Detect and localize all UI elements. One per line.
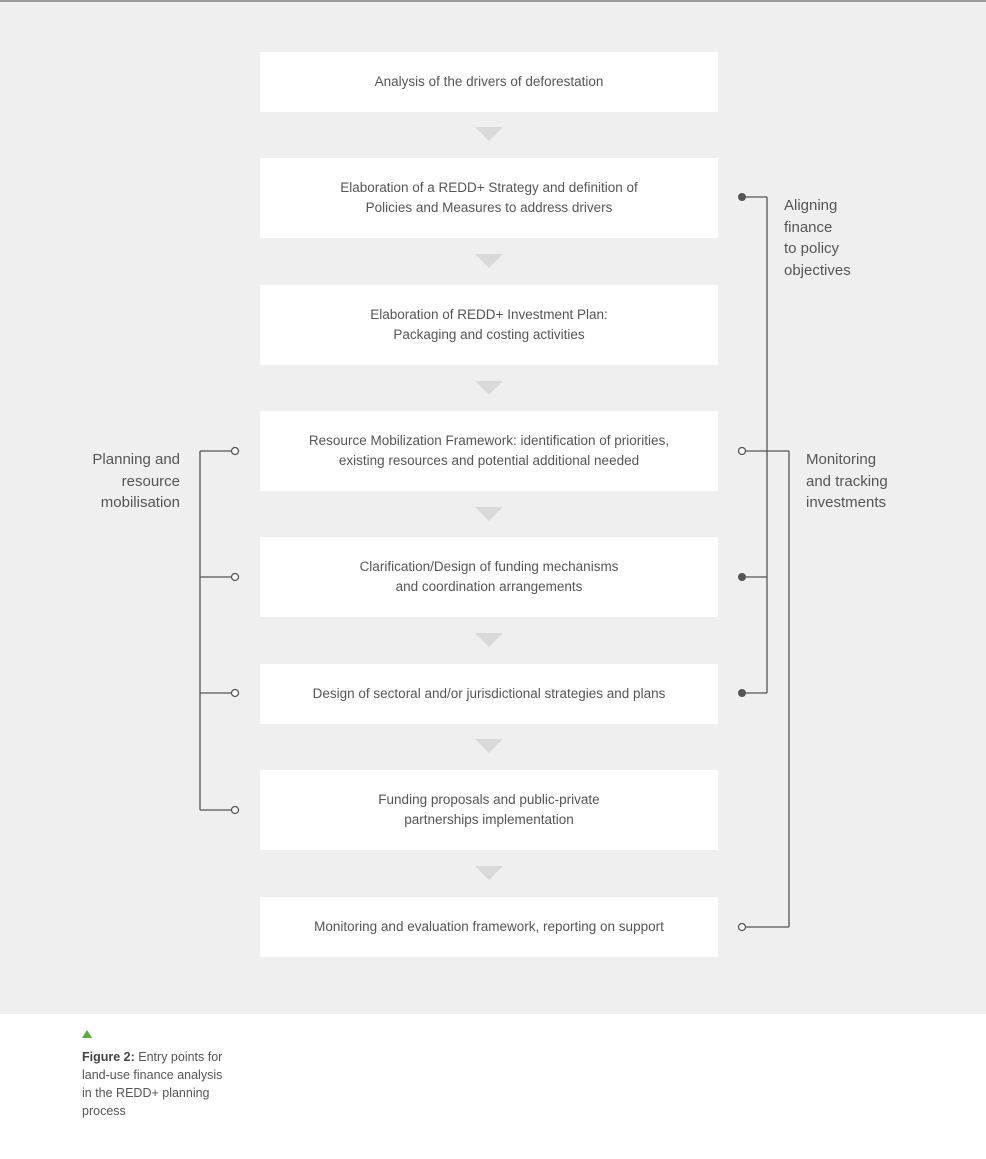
flow-arrow — [475, 739, 503, 753]
flow-arrow — [475, 254, 503, 268]
step-funding-mechanisms: Clarification/Design of funding mechanis… — [260, 537, 718, 617]
group-label-monitoring: Monitoring and tracking investments — [806, 451, 888, 511]
caption-label: Figure 2: — [82, 1050, 135, 1064]
aligning-markers — [738, 193, 746, 697]
caption-body: Entry points for land-use finance analys… — [82, 1050, 223, 1118]
aligning-bracket — [745, 196, 768, 694]
step-sectoral-strategies: Design of sectoral and/or jurisdictional… — [260, 664, 718, 724]
caption-text: Figure 2: Entry points for land-use fina… — [82, 1048, 232, 1120]
step-drivers-analysis: Analysis of the drivers of deforestation — [260, 52, 718, 112]
monitoring-markers — [737, 446, 747, 932]
step-monitoring-evaluation: Monitoring and evaluation framework, rep… — [260, 897, 718, 957]
bracket-connectors — [199, 193, 790, 932]
top-rule — [0, 0, 986, 2]
group-label-planning: Planning and resource mobilisation — [92, 451, 180, 511]
figure-caption: Figure 2: Entry points for land-use fina… — [82, 1030, 232, 1120]
group-label-aligning: Aligning finance to policy objectives — [784, 197, 851, 279]
caption-marker-icon — [82, 1030, 92, 1038]
step-funding-proposals: Funding proposals and public-private par… — [260, 770, 718, 850]
step-investment-plan: Elaboration of REDD+ Investment Plan: Pa… — [260, 285, 718, 365]
planning-markers — [230, 446, 240, 815]
monitoring-bracket — [746, 450, 790, 928]
flow-arrow — [475, 507, 503, 521]
planning-bracket — [199, 450, 231, 811]
step-resource-mobilization: Resource Mobilization Framework: identif… — [260, 411, 718, 491]
flow-arrow — [475, 127, 503, 141]
flow-arrow — [475, 866, 503, 880]
flow-arrow — [475, 633, 503, 647]
step-redd-strategy: Elaboration of a REDD+ Strategy and defi… — [260, 158, 718, 238]
flow-arrow — [475, 381, 503, 395]
